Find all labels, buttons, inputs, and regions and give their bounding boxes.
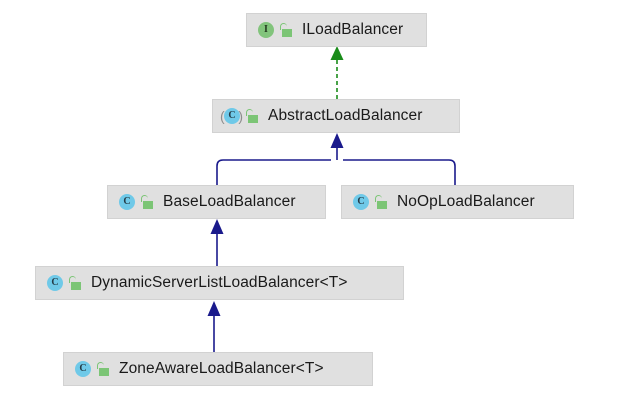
class-node-label: AbstractLoadBalancer: [268, 107, 423, 124]
open-padlock-icon: [97, 361, 110, 377]
edge-implements-iloadbalancer: [330, 46, 344, 99]
class-node-label: ILoadBalancer: [302, 21, 404, 38]
abstract-class-icon: ( C ): [220, 107, 243, 124]
class-node-dynamicserverlistloadbalancer[interactable]: C DynamicServerListLoadBalancer<T>: [35, 266, 404, 300]
open-padlock-icon: [141, 194, 154, 210]
extends-dynamic-arrowhead: [207, 301, 221, 316]
implements-arrowhead: [330, 46, 344, 60]
edge-extends-abstract-merged: [216, 133, 456, 185]
open-padlock-icon: [69, 275, 82, 291]
open-padlock-icon: [280, 22, 293, 38]
interface-icon: I: [256, 21, 275, 40]
class-node-nooploadbalancer[interactable]: C NoOpLoadBalancer: [341, 185, 574, 219]
class-icon: C: [117, 193, 136, 212]
extends-abstract-right-branch: [343, 159, 456, 185]
class-icon: C: [73, 360, 92, 379]
open-padlock-icon: [246, 108, 259, 124]
edge-extends-baseloadbalancer: [210, 219, 224, 266]
class-node-label: DynamicServerListLoadBalancer<T>: [91, 274, 348, 291]
class-icon: C: [351, 193, 370, 212]
class-node-label: ZoneAwareLoadBalancer<T>: [119, 360, 324, 377]
class-node-abstractloadbalancer[interactable]: ( C ) AbstractLoadBalancer: [212, 99, 460, 133]
open-padlock-icon: [375, 194, 388, 210]
class-node-iloadbalancer[interactable]: I ILoadBalancer: [246, 13, 427, 47]
class-node-label: NoOpLoadBalancer: [397, 193, 535, 210]
extends-abstract-left-branch: [216, 159, 331, 185]
class-icon: C: [45, 274, 64, 293]
extends-base-arrowhead: [210, 219, 224, 234]
edge-extends-dynamicserverlist: [207, 301, 221, 352]
extends-abstract-arrowhead: [330, 133, 344, 148]
class-node-baseloadbalancer[interactable]: C BaseLoadBalancer: [107, 185, 326, 219]
class-node-zoneawareloadbalancer[interactable]: C ZoneAwareLoadBalancer<T>: [63, 352, 373, 386]
class-node-label: BaseLoadBalancer: [163, 193, 296, 210]
